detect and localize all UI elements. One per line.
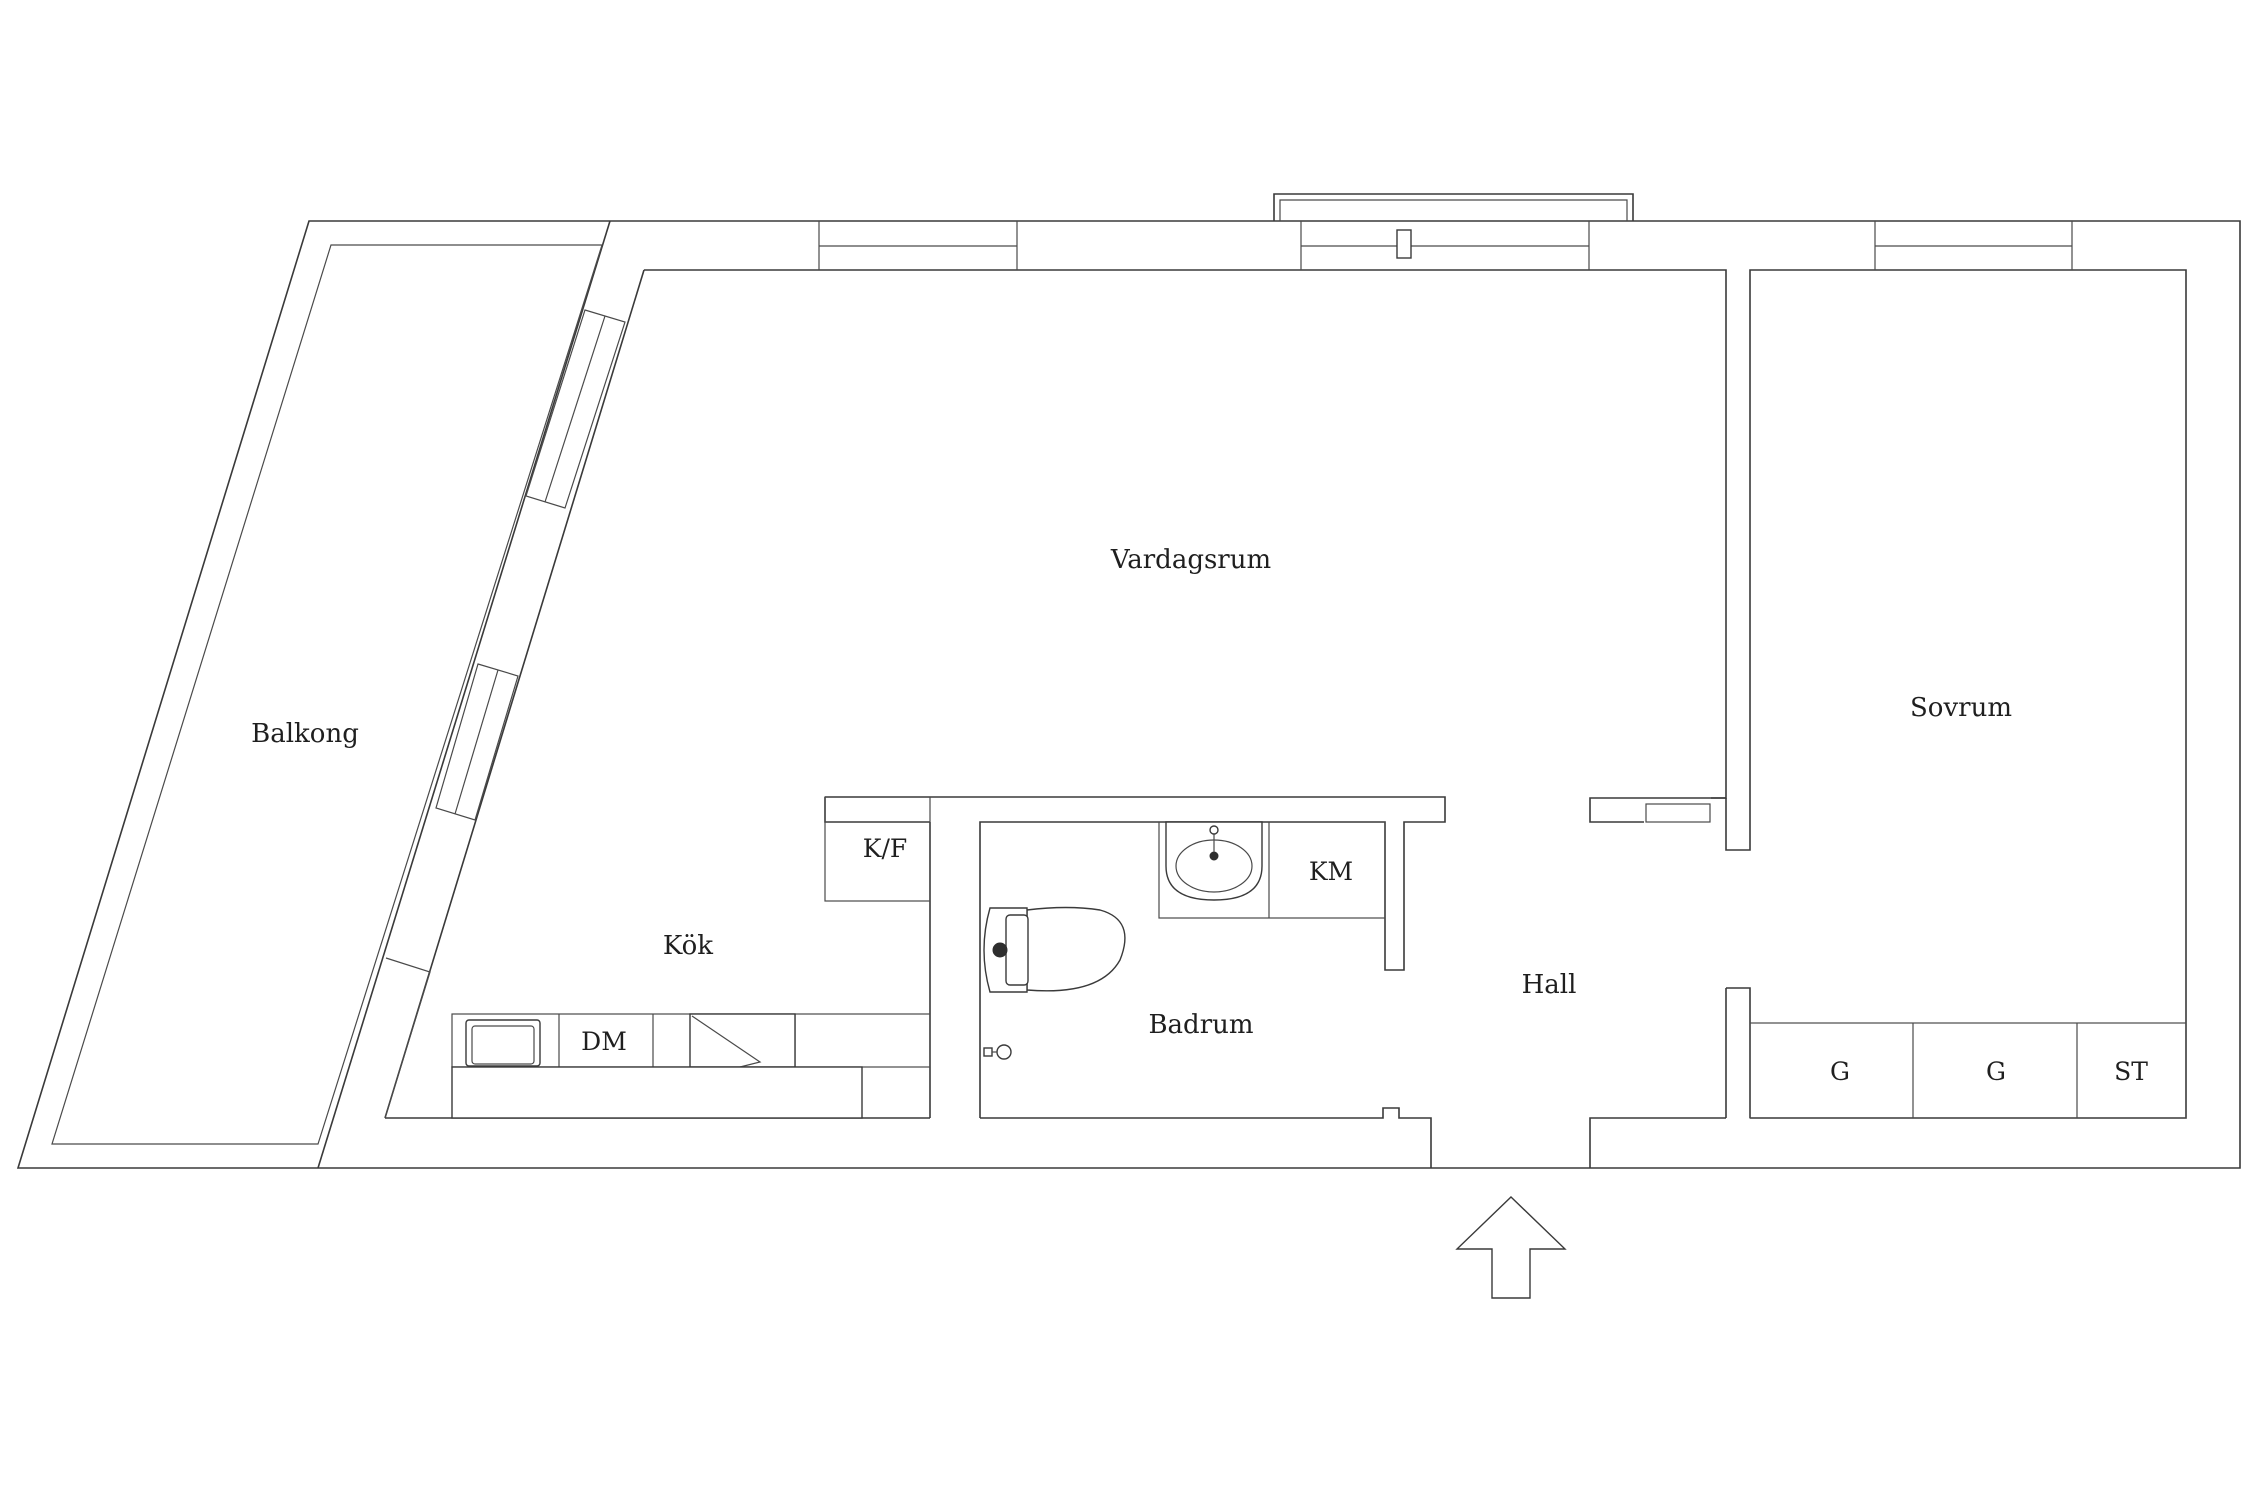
toilet-icon <box>983 906 1126 993</box>
washing-machine-label: KM <box>1309 857 1353 886</box>
room-label-kitchen: Kök <box>663 931 713 961</box>
kitchen-walls <box>824 796 1726 1118</box>
stove-icon <box>689 1013 796 1068</box>
kitchen-counter: DM <box>451 1013 931 1119</box>
bathroom-fixtures: KM <box>983 821 1386 1060</box>
room-label-bedroom: Sovrum <box>1910 693 2012 723</box>
room-labels: Balkong Vardagsrum Sovrum Kök Badrum Hal… <box>251 545 2012 1040</box>
floor-drain-icon <box>983 1044 1012 1060</box>
washbasin-icon <box>1165 821 1263 901</box>
fridge-freezer: K/F <box>824 796 931 902</box>
wardrobe-1-label: G <box>1830 1057 1850 1086</box>
outer-walls <box>16 193 2241 1169</box>
dishwasher-label: DM <box>581 1027 627 1056</box>
entrance-arrow-icon <box>1455 1196 1567 1299</box>
hall-shelf <box>1645 803 1711 823</box>
room-label-living-room: Vardagsrum <box>1110 545 1271 575</box>
wardrobe-2-label: G <box>1986 1057 2006 1086</box>
balcony-outline <box>51 244 603 1145</box>
room-label-bathroom: Badrum <box>1148 1010 1253 1040</box>
wardrobes: G G ST <box>1749 1022 2187 1119</box>
fridge-freezer-label: K/F <box>863 834 907 863</box>
room-label-hall: Hall <box>1522 970 1577 1000</box>
room-label-balcony: Balkong <box>251 719 359 749</box>
storage-label: ST <box>2114 1057 2148 1086</box>
kitchen-sink-icon <box>465 1019 541 1067</box>
windows <box>384 220 2073 1119</box>
